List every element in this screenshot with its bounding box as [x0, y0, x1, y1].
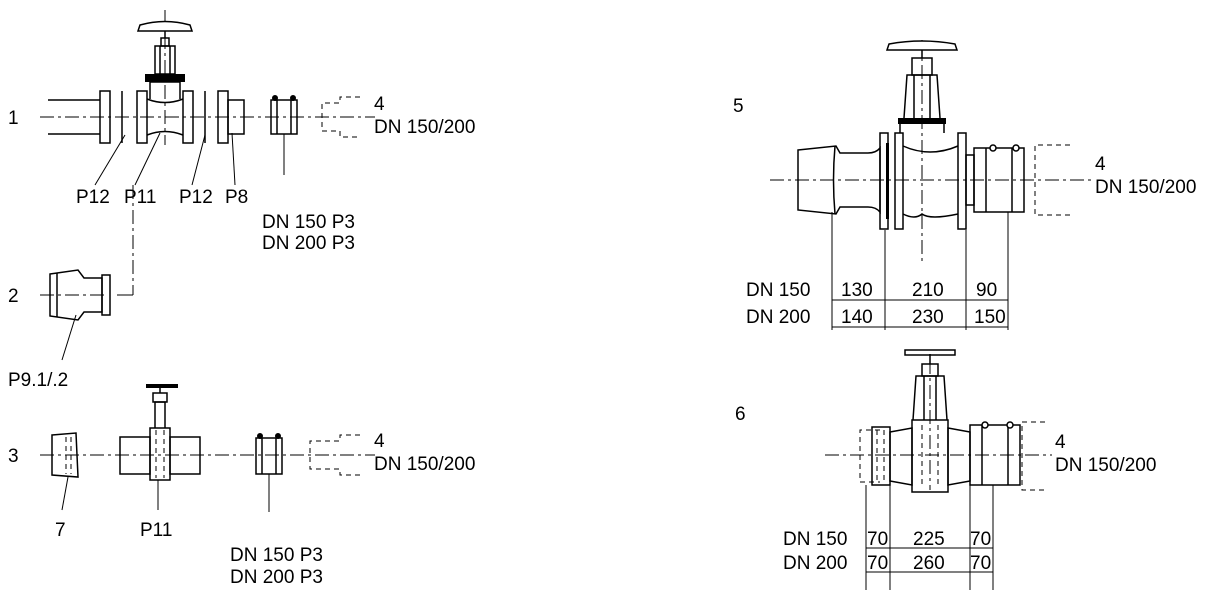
- section-5-dn150-dim-2: 210: [912, 280, 944, 301]
- section-6-dn200-dim-3: 70: [970, 553, 991, 574]
- section-1-drawing: [40, 10, 375, 186]
- section-2-number: 2: [8, 286, 19, 307]
- section-6-dn150-dim-3: 70: [970, 529, 991, 550]
- section-5-dn200-dim-1: 140: [841, 307, 873, 328]
- section-6-dn150-label: DN 150: [783, 529, 847, 550]
- section-1-clamp-dn150: DN 150 P3: [262, 212, 355, 233]
- section-6-dn150-dim-2: 225: [913, 529, 945, 550]
- part-label-p11-section-3: P11: [140, 520, 172, 541]
- section-3-clamp-dn150: DN 150 P3: [230, 545, 323, 566]
- section-1-connection-number: 4: [374, 94, 385, 115]
- section-6-dn150-dim-1: 70: [867, 529, 888, 550]
- section-5-number: 5: [733, 96, 744, 117]
- section-3-number: 3: [8, 446, 19, 467]
- section-5-dn200-dim-2: 230: [912, 307, 944, 328]
- section-5-connection-number: 4: [1095, 154, 1106, 175]
- section-6-dn200-label: DN 200: [783, 553, 847, 574]
- section-2-drawing: [40, 185, 134, 361]
- part-label-p8: P8: [225, 187, 248, 208]
- section-5-connection-dn: DN 150/200: [1095, 177, 1196, 198]
- section-1-connection-dn: DN 150/200: [374, 117, 475, 138]
- section-3-clamp-dn200: DN 200 P3: [230, 567, 323, 588]
- section-3-connection-number: 4: [374, 431, 385, 452]
- section-3-connection-dn: DN 150/200: [374, 454, 475, 475]
- part-label-7: 7: [55, 520, 66, 541]
- section-5-dn200-label: DN 200: [746, 307, 810, 328]
- section-5-dn150-dim-1: 130: [841, 280, 873, 301]
- section-6-connection-number: 4: [1055, 432, 1066, 453]
- section-6-connection-dn: DN 150/200: [1055, 455, 1156, 476]
- part-label-p11: P11: [124, 187, 156, 208]
- section-5-dn150-label: DN 150: [746, 280, 810, 301]
- section-5-dn150-dim-3: 90: [976, 280, 997, 301]
- section-3-drawing: [40, 384, 375, 512]
- section-5-dn200-dim-3: 150: [974, 307, 1006, 328]
- part-label-p12-right: P12: [179, 187, 213, 208]
- part-label-p12-left: P12: [76, 187, 110, 208]
- section-6-drawing: [825, 349, 1052, 590]
- section-1-number: 1: [8, 108, 19, 129]
- section-1-clamp-dn200: DN 200 P3: [262, 233, 355, 254]
- part-label-p9: P9.1/.2: [8, 370, 68, 391]
- section-6-dn200-dim-2: 260: [913, 553, 945, 574]
- section-6-dn200-dim-1: 70: [867, 553, 888, 574]
- section-5-drawing: [770, 40, 1095, 330]
- section-6-number: 6: [735, 404, 746, 425]
